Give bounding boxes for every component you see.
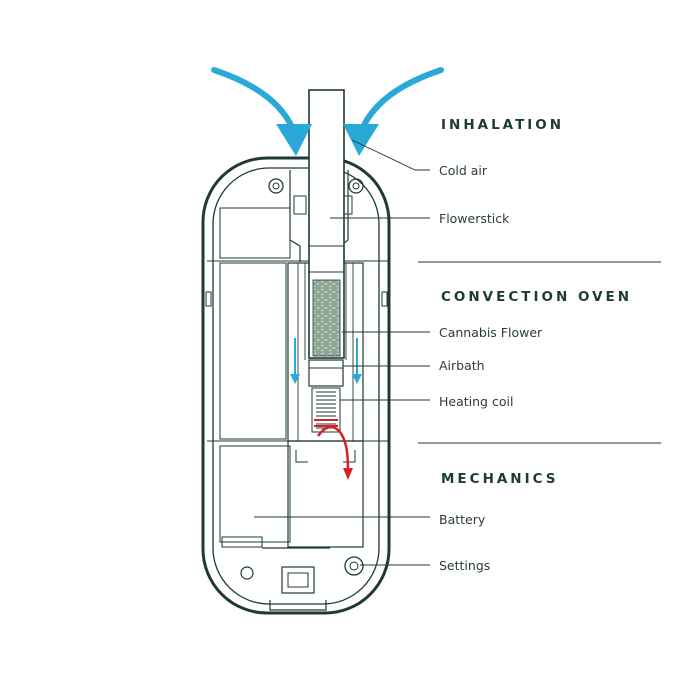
leader-lines [254, 139, 430, 566]
arrow-right-head [343, 124, 379, 156]
heating-coil [311, 387, 341, 433]
callout-settings: Settings [439, 558, 490, 573]
section-title-inhalation: INHALATION [441, 117, 564, 133]
section-title-convection-oven: CONVECTION OVEN [441, 289, 632, 305]
section-title-mechanics: MECHANICS [441, 471, 559, 487]
flowerstick [308, 89, 345, 359]
airflow-down-arrows [290, 338, 362, 384]
arrow-left-head [276, 124, 312, 156]
callout-heating-coil: Heating coil [439, 394, 513, 409]
callout-cold-air: Cold air [439, 163, 488, 178]
heat-flow-arrow [314, 419, 353, 480]
device-body [201, 156, 391, 615]
cold-air-arrows [211, 67, 444, 156]
callout-flowerstick: Flowerstick [439, 211, 510, 226]
callout-battery: Battery [439, 512, 486, 527]
callout-cannabis-flower: Cannabis Flower [439, 325, 543, 340]
cannabis-flower [312, 279, 341, 357]
callout-airbath: Airbath [439, 358, 485, 373]
